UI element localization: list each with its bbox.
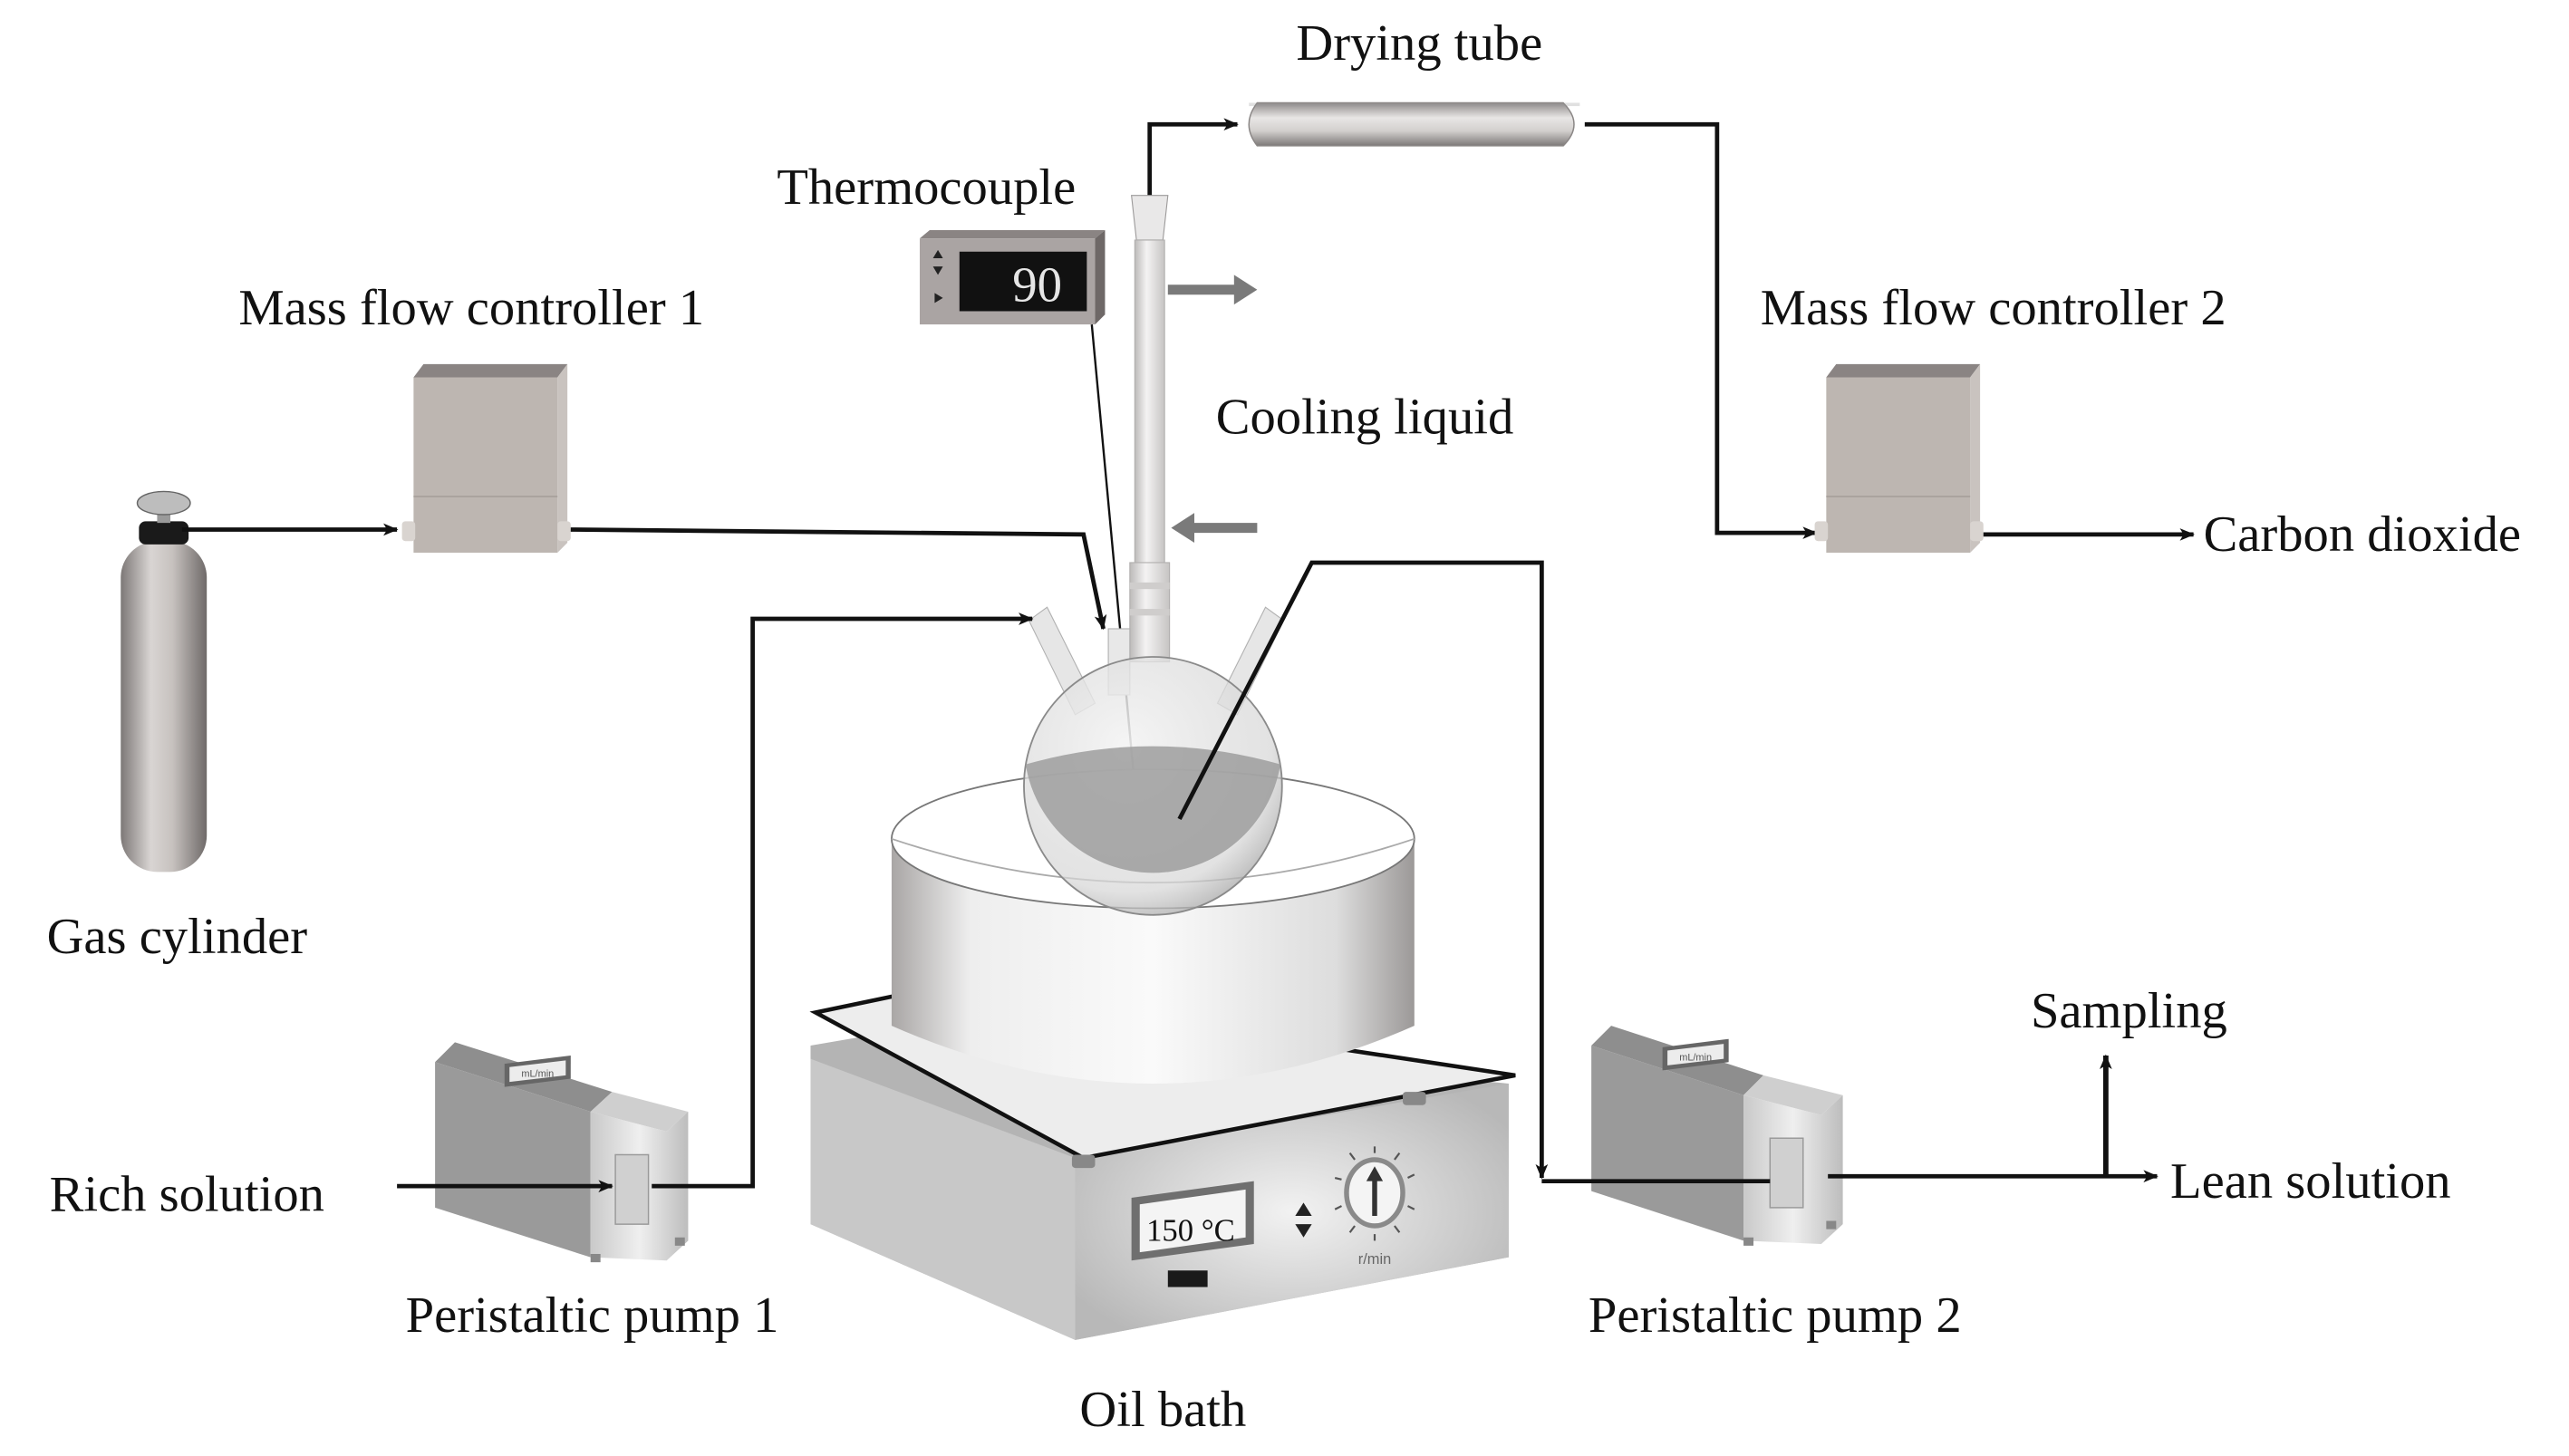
rich-solution-label: Rich solution: [50, 1167, 324, 1223]
down-arrow-icon: [932, 266, 943, 275]
thermocouple-label: Thermocouple: [777, 159, 1076, 216]
speed-dial: r/min: [1334, 1146, 1415, 1268]
pump1-display: mL/min: [504, 1055, 571, 1087]
cooling-outlet-arrow-icon: [1167, 275, 1258, 305]
up-arrow-icon: [1295, 1202, 1312, 1217]
cooling-liquid-label: Cooling liquid: [1216, 390, 1514, 446]
drying-tube-label: Drying tube: [1296, 15, 1542, 72]
down-arrow-icon: [1295, 1224, 1312, 1238]
pump2-unit: mL/min: [1679, 1052, 1712, 1063]
pump2-display: mL/min: [1662, 1038, 1729, 1071]
reaction-liquid: [1025, 746, 1280, 873]
mfc2-label: Mass flow controller 2: [1761, 280, 2226, 336]
sampling-label: Sampling: [2031, 983, 2227, 1039]
pipe-pump1-to-flask: [652, 612, 1034, 1189]
play-arrow-icon: [934, 293, 943, 304]
pump2-label: Peristaltic pump 2: [1589, 1287, 1962, 1344]
pipe-drying-tube-to-mfc2: [1584, 121, 1818, 539]
cooling-inlet-arrow-icon: [1171, 513, 1258, 544]
pipe-mfc1-to-flask: [570, 527, 1107, 631]
thermocouple-display: 90: [919, 230, 1106, 325]
valve-handwheel-icon: [136, 490, 191, 516]
dial-pointer-icon: [1366, 1166, 1384, 1181]
pipe-condenser-to-drying-tube: [1147, 118, 1239, 207]
thermocouple-reading: 90: [1012, 257, 1062, 313]
mass-flow-controller-2: [1814, 363, 1984, 553]
carbon-dioxide-label: Carbon dioxide: [2204, 506, 2521, 563]
mass-flow-controller-1: [401, 363, 571, 553]
pipe-flask-to-pump2: [1177, 560, 1549, 1180]
gas-cylinder-label: Gas cylinder: [47, 909, 308, 965]
oil-bath-display: 150 °C: [1131, 1181, 1254, 1261]
pump1-label: Peristaltic pump 1: [406, 1287, 779, 1344]
up-arrow-icon: [932, 249, 943, 259]
peristaltic-pump-1: mL/min: [435, 1042, 689, 1263]
pump1-unit: mL/min: [521, 1069, 554, 1080]
oil-bath-vessel: [891, 768, 1415, 1084]
peristaltic-pump-2: mL/min: [1591, 1026, 1843, 1246]
dial-unit: r/min: [1358, 1251, 1391, 1268]
gas-cylinder: [121, 490, 208, 873]
lean-solution-label: Lean solution: [2170, 1153, 2451, 1210]
oil-bath-temperature: 150 °C: [1146, 1212, 1235, 1248]
mfc1-label: Mass flow controller 1: [238, 280, 704, 336]
condenser: [1129, 195, 1171, 663]
drying-tube: [1248, 101, 1580, 147]
oil-bath-label: Oil bath: [1079, 1382, 1246, 1438]
power-switch: [1167, 1270, 1208, 1287]
flask: [1023, 606, 1285, 916]
